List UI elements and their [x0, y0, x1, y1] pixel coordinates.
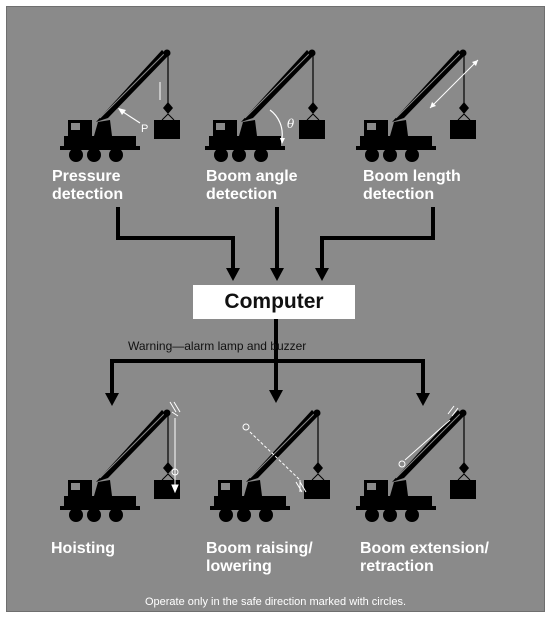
flow-arrows-to-computer — [116, 207, 435, 270]
arrowheads-from-computer — [105, 390, 430, 406]
crane-angle-icon — [204, 48, 326, 163]
crane-pressure-icon — [59, 48, 181, 163]
pressure-detection-label: Pressure detection — [52, 168, 124, 203]
footer-caption: Operate only in the safe direction marke… — [144, 596, 407, 608]
crane-length-icon — [355, 48, 477, 163]
boom-extension-label: Boom extension/ retraction — [360, 540, 489, 575]
raising-annotation — [242, 423, 307, 493]
hoisting-annotation — [169, 401, 181, 494]
crane-hoisting-icon — [59, 408, 181, 523]
computer-box: Computer — [193, 285, 355, 319]
arrowheads-to-computer — [226, 268, 329, 281]
hoisting-label: Hoisting — [51, 540, 115, 557]
boom-raising-label: Boom raising/ lowering — [206, 540, 313, 575]
extension-annotation — [398, 405, 459, 468]
angle-annotation: θ — [269, 109, 295, 144]
crane-raising-icon — [209, 408, 331, 523]
pressure-annotation: P — [118, 82, 161, 135]
boom-length-detection-label: Boom length detection — [363, 168, 461, 203]
warning-text: Warning—alarm lamp and buzzer — [128, 339, 307, 353]
crane-extension-icon — [355, 408, 477, 523]
flow-arrows-from-computer — [110, 319, 425, 395]
pressure-p-label: P — [141, 123, 148, 135]
boom-angle-detection-label: Boom angle detection — [206, 168, 298, 203]
length-annotation — [429, 59, 479, 109]
angle-theta-label: θ — [287, 117, 295, 131]
